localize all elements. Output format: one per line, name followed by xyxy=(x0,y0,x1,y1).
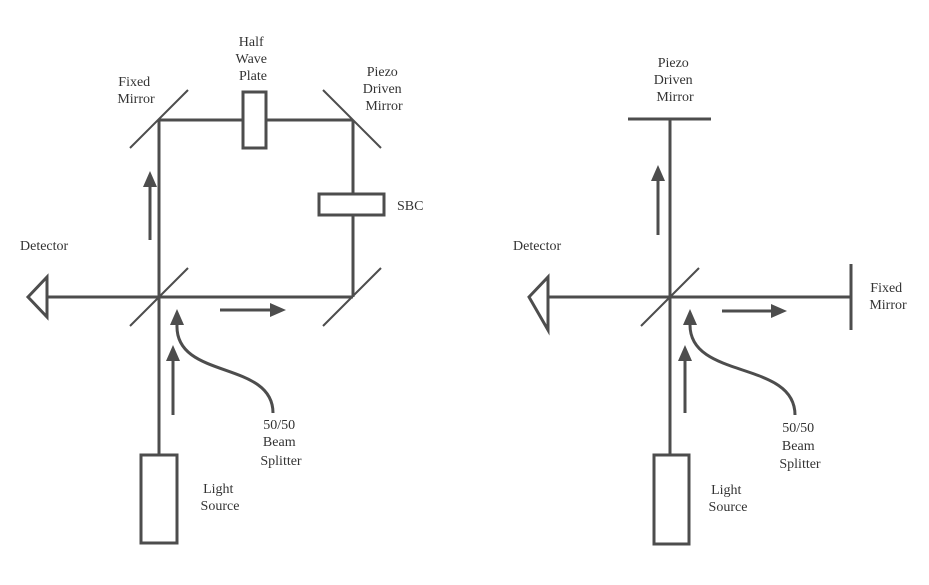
right-splitter-pointer-head xyxy=(683,309,697,325)
left-arrow-up-head xyxy=(143,171,157,187)
left-arrow-right-head xyxy=(270,303,286,317)
left-fixed-mirror xyxy=(129,89,189,149)
right-beam-splitter xyxy=(640,267,700,327)
right-splitter-pointer xyxy=(688,324,797,416)
left-fixed-mirror-label: Fixed Mirror xyxy=(117,75,155,107)
right-fixed-mirror-label: Fixed Mirror xyxy=(869,281,907,313)
right-beam-splitter-label: 50/50 Beam Splitter xyxy=(779,421,821,472)
right-detector xyxy=(527,273,550,336)
right-light-source-label: Light Source xyxy=(709,483,748,515)
right-piezo-mirror-label: Piezo Driven Mirror xyxy=(654,56,696,105)
left-light-source xyxy=(139,453,179,545)
left-beam-splitter xyxy=(129,267,189,327)
left-sbc-crystal xyxy=(317,192,386,217)
left-splitter-pointer-head xyxy=(170,309,184,325)
left-half-wave-plate xyxy=(241,90,268,150)
left-detector-label: Detector xyxy=(20,239,69,254)
right-detector-label: Detector xyxy=(513,239,562,254)
right-arrow-up-head xyxy=(651,165,665,181)
left-arrow-source-head xyxy=(166,345,180,361)
right-light-source xyxy=(652,453,691,546)
left-half-wave-plate-label: Half Wave Plate xyxy=(235,35,270,84)
left-splitter-pointer xyxy=(175,324,275,414)
right-arrow-source-head xyxy=(678,345,692,361)
left-corner-mirror xyxy=(322,267,382,327)
left-interferometer: Half Wave Plate Fixed Mirror Piezo Drive… xyxy=(20,35,423,545)
left-piezo-mirror-label: Piezo Driven Mirror xyxy=(363,65,405,114)
left-piezo-mirror xyxy=(322,89,382,149)
right-interferometer: Piezo Driven Mirror Detector Fixed Mirro… xyxy=(513,56,907,546)
left-sbc-label: SBC xyxy=(397,199,423,214)
right-arrow-right-head xyxy=(771,304,787,318)
left-detector xyxy=(25,273,49,321)
left-beam-splitter-label: 50/50 Beam Splitter xyxy=(260,418,302,469)
left-light-source-label: Light Source xyxy=(201,482,240,514)
